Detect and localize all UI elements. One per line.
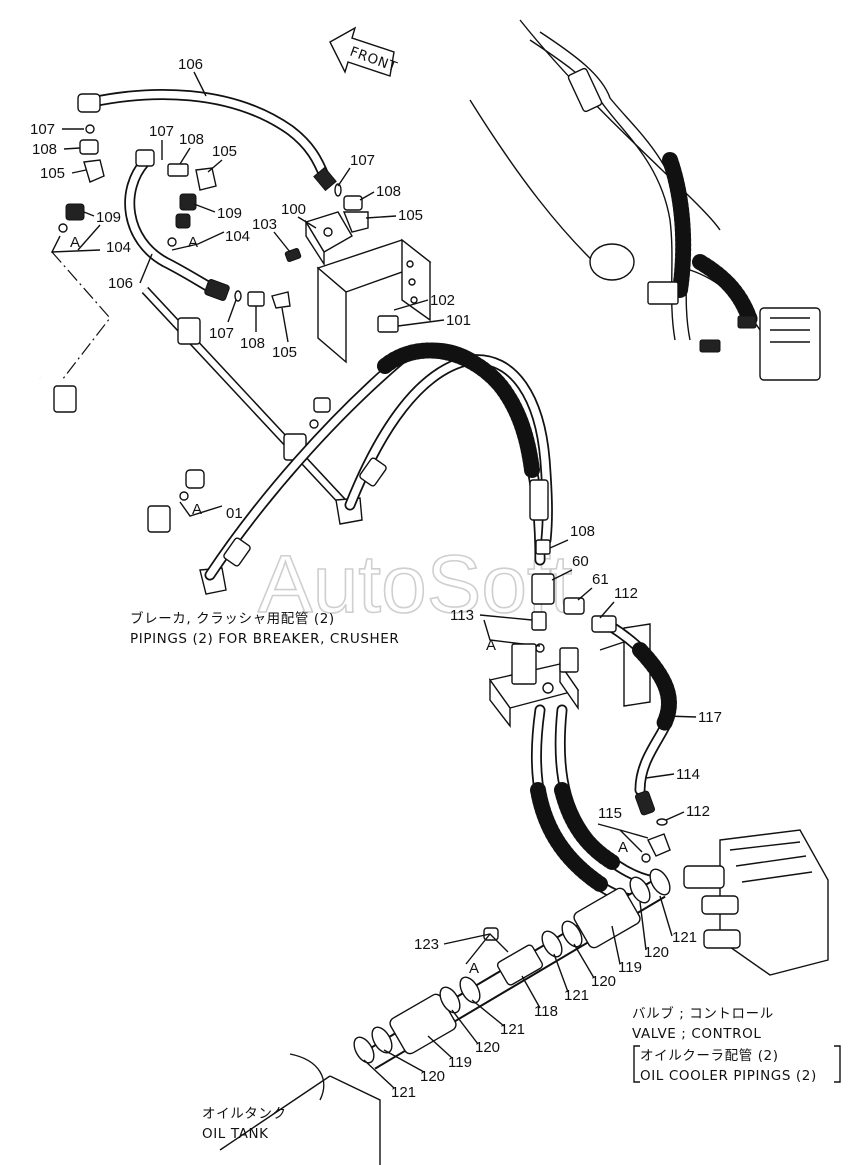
label-117: 117 — [698, 709, 722, 726]
label-120-d: 120 — [420, 1068, 445, 1085]
label-104-left: 104 — [106, 239, 131, 256]
left-pipe-1 — [37, 376, 227, 595]
label-108-mid: 108 — [179, 131, 204, 148]
label-121-e: 121 — [391, 1084, 416, 1101]
oil-tank — [219, 1053, 381, 1165]
label-121-c: 121 — [500, 1021, 525, 1038]
label-108-lower: 108 — [570, 523, 595, 540]
label-102: 102 — [430, 292, 455, 309]
bracket-a-mid — [171, 231, 225, 251]
label-112-low: 112 — [686, 803, 710, 820]
caption-tank-jp: オイルタンク — [202, 1106, 287, 1122]
label-105-low: 105 — [272, 344, 297, 361]
label-a-left: A — [70, 234, 80, 251]
mid-hose-106 — [124, 149, 230, 301]
valve-block-100 — [284, 211, 353, 267]
label-01: 01 — [226, 505, 243, 522]
label-106-left: 106 — [108, 275, 133, 292]
hose-117-114 — [591, 615, 677, 816]
label-107-left: 107 — [30, 121, 55, 138]
label-100: 100 — [281, 201, 306, 218]
right-fittings — [334, 183, 369, 233]
control-valve — [683, 829, 829, 976]
label-112-top: 112 — [614, 585, 638, 602]
label-121-a: 121 — [672, 929, 697, 946]
label-118: 118 — [534, 1003, 558, 1020]
label-121-b: 121 — [564, 987, 589, 1004]
captions: ブレーカ, クラッシャ用配管 (2) PIPINGS (2) FOR BREAK… — [130, 610, 841, 1142]
fitting-a-01 — [179, 397, 331, 517]
label-a-113: A — [486, 637, 496, 654]
label-120-a: 120 — [644, 944, 669, 961]
label-108-left: 108 — [32, 141, 57, 158]
caption-valve-en: VALVE ; CONTROL — [632, 1026, 761, 1042]
label-a-123: A — [469, 960, 479, 977]
label-113: 113 — [450, 607, 474, 624]
label-105-mid: 105 — [212, 143, 237, 160]
label-120-b: 120 — [591, 973, 616, 990]
label-119-a: 119 — [618, 959, 642, 976]
front-arrow: FRONT — [329, 26, 399, 77]
label-120-c: 120 — [475, 1039, 500, 1056]
bracket — [316, 238, 432, 364]
label-101: 101 — [446, 312, 471, 329]
label-123: 123 — [414, 936, 439, 953]
label-107-right: 107 — [350, 152, 375, 169]
center-fittings — [483, 539, 585, 653]
caption-breaker-en: PIPINGS (2) FOR BREAKER, CRUSHER — [130, 631, 399, 647]
caption-tank-en: OIL TANK — [202, 1126, 269, 1142]
label-108-low: 108 — [240, 335, 265, 352]
label-105-right: 105 — [398, 207, 423, 224]
label-a-115: A — [618, 839, 628, 856]
center-manifold — [488, 643, 580, 729]
top-hose-106 — [77, 89, 337, 192]
label-a-mid: A — [188, 234, 198, 251]
reference-line — [51, 251, 111, 381]
boom-top-right — [469, 19, 821, 381]
label-105-left: 105 — [40, 165, 65, 182]
watermark: AutoSoft — [258, 539, 573, 630]
boom-hoses — [204, 342, 553, 581]
part-labels: 106 107 108 105 109 104 A 107 108 105 10… — [30, 56, 722, 1101]
left-pipe-2 — [141, 286, 363, 525]
label-106-top: 106 — [178, 56, 203, 73]
label-a-01: A — [192, 501, 202, 518]
label-109-mid: 109 — [217, 205, 242, 222]
label-103: 103 — [252, 216, 277, 233]
label-107-mid: 107 — [149, 123, 174, 140]
mid-fittings — [167, 163, 291, 309]
left-fitting-stack — [58, 124, 105, 233]
cooler-pipe-assembly — [353, 868, 671, 1070]
label-104-mid: 104 — [225, 228, 250, 245]
caption-breaker-jp: ブレーカ, クラッシャ用配管 (2) — [130, 610, 335, 627]
label-60: 60 — [572, 553, 589, 570]
caption-cooler-en: OIL COOLER PIPINGS (2) — [640, 1068, 817, 1084]
caption-valve-jp: バルブ ; コントロール — [632, 1005, 774, 1022]
label-114: 114 — [676, 766, 700, 783]
label-115: 115 — [598, 805, 622, 822]
fittings-115-112 — [597, 818, 671, 863]
caption-cooler-jp: オイルクーラ配管 (2) — [640, 1048, 779, 1064]
label-107-low: 107 — [209, 325, 234, 342]
label-61: 61 — [592, 571, 609, 588]
label-119-b: 119 — [448, 1054, 472, 1071]
label-108-right: 108 — [376, 183, 401, 200]
label-109-left: 109 — [96, 209, 121, 226]
